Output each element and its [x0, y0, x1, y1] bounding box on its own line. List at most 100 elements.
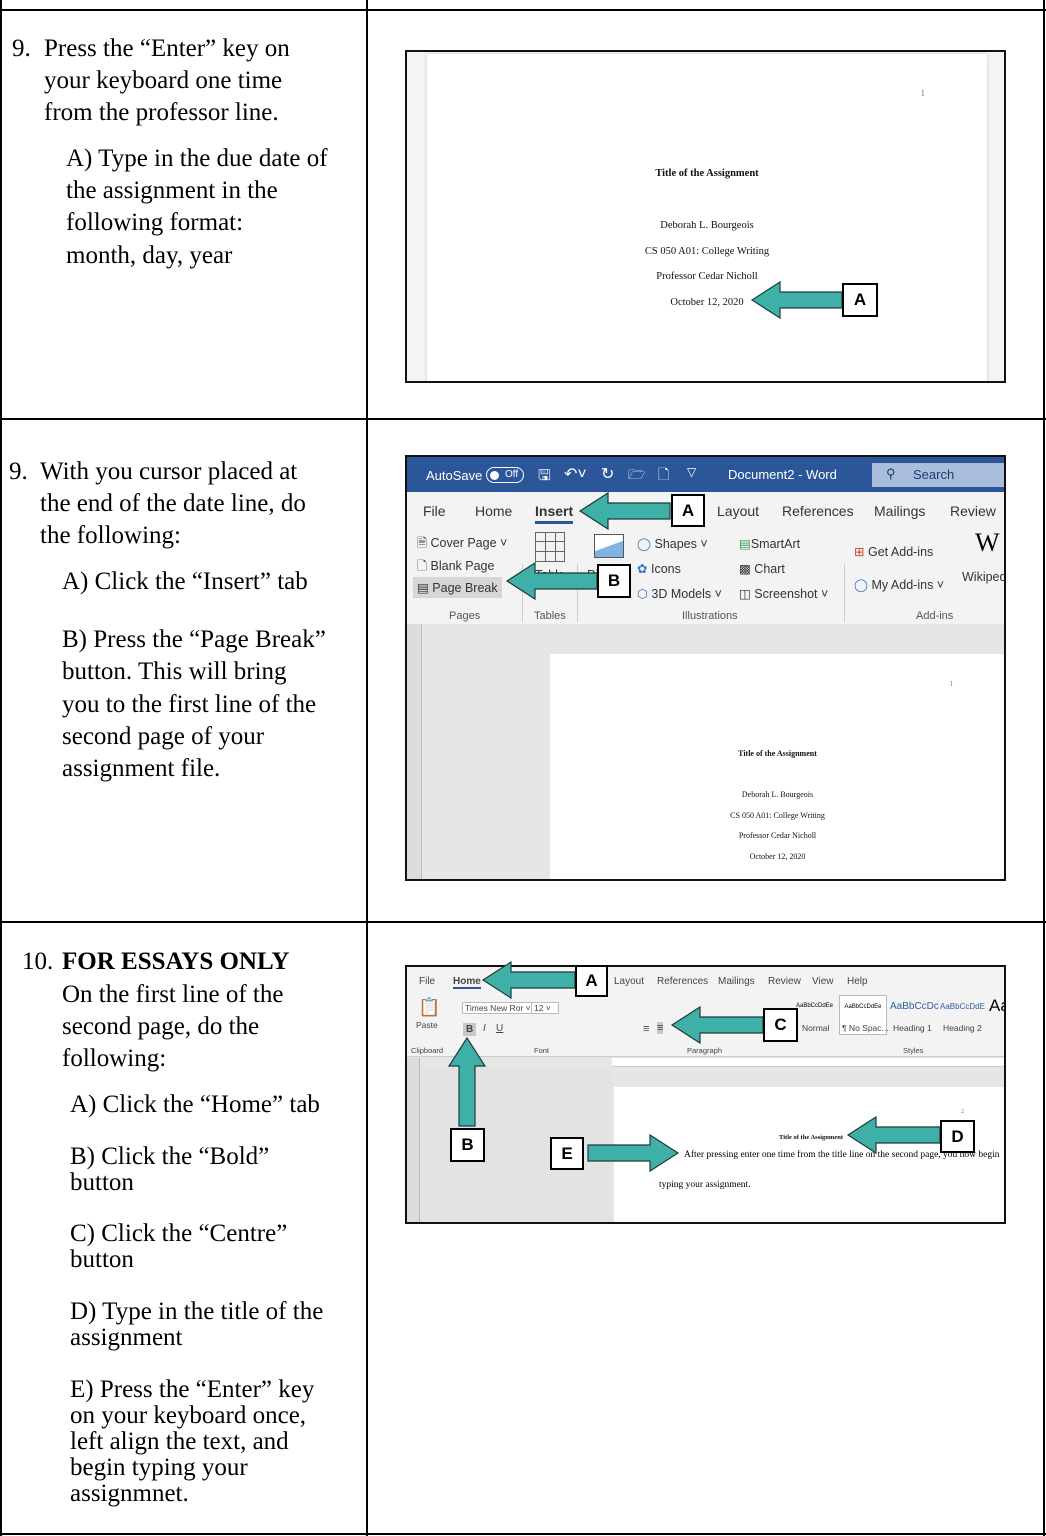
italic-button[interactable]: I	[483, 1023, 486, 1034]
instruction-line: the assignment in the	[66, 177, 278, 204]
new-document-icon[interactable]: 🗋	[658, 466, 670, 482]
label: My Add-ins	[871, 578, 934, 592]
chart-icon: ▩	[739, 562, 751, 576]
table-button[interactable]: Table	[535, 568, 565, 582]
paste-button[interactable]: Paste	[416, 1020, 438, 1030]
style-title[interactable]: Aa	[989, 996, 1004, 1015]
smartart-button[interactable]: ▤SmartArt	[739, 536, 800, 551]
autosave-label: AutoSave	[426, 468, 483, 483]
doc-title: Title of the Assignment	[655, 168, 759, 179]
tab-review[interactable]: Review	[768, 976, 801, 987]
style-preview: AaBbCcDdEe	[844, 1004, 882, 1010]
style-no-spacing[interactable]: AaBbCcDdEe	[839, 995, 887, 1035]
divider	[577, 564, 578, 622]
document-page: 2 Title of the Assignment After pressing…	[614, 1087, 1004, 1222]
style-heading-1[interactable]: AaBbCcDc	[890, 1001, 939, 1012]
tab-view[interactable]: View	[812, 976, 834, 987]
vertical-ruler	[407, 624, 422, 879]
screenshot-button[interactable]: ◫ Screenshot ˅	[739, 587, 829, 601]
open-folder-icon[interactable]: 🗁	[628, 466, 646, 482]
font-size-box[interactable]: 12 ˅	[531, 1002, 559, 1014]
align-left-icon[interactable]: ≡	[643, 1023, 650, 1035]
autosave-toggle[interactable]: Off	[486, 467, 524, 483]
shapes-button[interactable]: ◯ Shapes ˅	[637, 537, 708, 551]
wikipedia-icon[interactable]: W	[975, 528, 1000, 557]
save-icon[interactable]: 🖫	[538, 467, 551, 484]
instruction-line: your keyboard one time	[44, 67, 283, 94]
font-size: 12	[534, 1003, 544, 1013]
cover-page-button[interactable]: 🗎 Cover Page ˅	[417, 536, 508, 550]
tab-home[interactable]: Home	[475, 503, 513, 519]
style-name: Normal	[802, 1023, 830, 1033]
screenshot-icon: ◫	[739, 587, 751, 601]
group-label: Font	[534, 1046, 550, 1055]
tab-references[interactable]: References	[782, 503, 854, 519]
document-page: 1 Title of the Assignment Deborah L. Bou…	[427, 54, 987, 381]
style-normal[interactable]: AaBbCcDdEe	[792, 995, 837, 1035]
my-addins-button[interactable]: ◯ My Add-ins ˅	[854, 578, 945, 592]
font-name-box[interactable]: Times New Ror ˅	[462, 1002, 534, 1014]
tab-mailings[interactable]: Mailings	[874, 503, 926, 519]
blank-page-button[interactable]: 🗋 Blank Page	[417, 559, 495, 573]
group-label: Styles	[903, 1046, 924, 1055]
instruction-line: from the professor line.	[44, 99, 279, 126]
table-border	[0, 9, 1046, 11]
callout-label-c: C	[763, 1008, 798, 1042]
label: Blank Page	[430, 559, 495, 573]
label: Icons	[650, 562, 681, 576]
doc-course: CS 050 A01: College Writing	[730, 811, 825, 820]
instruction-line: D) Type in the title of the	[70, 1298, 324, 1325]
tab-mailings[interactable]: Mailings	[718, 976, 755, 987]
redo-icon[interactable]: ↻	[601, 466, 615, 483]
tab-review[interactable]: Review	[950, 503, 996, 519]
underline-button[interactable]: U	[496, 1023, 504, 1034]
instruction-line: second page, do the	[62, 1013, 260, 1040]
doc-author: Deborah L. Bourgeois	[741, 790, 814, 799]
search-icon: ⚲	[886, 466, 896, 481]
get-addins-button[interactable]: ⊞ Get Add-ins	[854, 544, 933, 559]
group-label: Pages	[449, 610, 481, 622]
tab-help[interactable]: Help	[847, 976, 868, 987]
tab-layout[interactable]: Layout	[614, 976, 645, 987]
tab-file[interactable]: File	[419, 976, 436, 987]
paste-icon[interactable]: 📋	[418, 997, 441, 1017]
bold-button[interactable]: B	[463, 1023, 477, 1036]
style-name: Heading 2	[943, 1023, 982, 1033]
label: Shapes	[654, 537, 697, 551]
instruction-line: B) Click the “Bold”	[70, 1143, 270, 1170]
table-icon[interactable]	[535, 532, 565, 562]
ribbon: File Home Insert Layout References Maili…	[407, 492, 1004, 624]
tab-references[interactable]: References	[657, 976, 709, 987]
tab-file[interactable]: File	[423, 503, 446, 519]
doc-title: Title of the Assignment	[779, 1134, 843, 1141]
group-label: Illustrations	[682, 610, 738, 622]
instruction-line: assignment	[70, 1324, 183, 1351]
3d-models-button[interactable]: ⬡ 3D Models ˅	[637, 587, 722, 601]
customize-toolbar-icon[interactable]: ▽	[687, 465, 697, 479]
instruction-line: C) Click the “Centre”	[70, 1220, 288, 1247]
tab-layout[interactable]: Layout	[717, 503, 760, 519]
doc-professor: Professor Cedar Nicholl	[656, 271, 758, 282]
instruction-line: A) Click the “Home” tab	[70, 1091, 320, 1118]
icons-button[interactable]: ✿ Icons	[637, 561, 681, 576]
instruction-line: assignment file.	[62, 755, 221, 782]
search-box[interactable]: ⚲ Search	[872, 463, 1004, 487]
undo-icon[interactable]: ↶˅	[564, 466, 587, 483]
document-title: Document2 - Word	[728, 467, 837, 482]
chart-button[interactable]: ▩ Chart	[739, 561, 785, 576]
instruction-line: A) Type in the due date of	[66, 145, 328, 172]
wikipedia-button[interactable]: Wikiped	[962, 570, 1006, 584]
tab-home[interactable]: Home	[453, 976, 481, 989]
pictures-icon[interactable]	[594, 534, 624, 558]
icons-icon: ✿	[637, 562, 648, 576]
style-heading-2[interactable]: AaBbCcDdE	[940, 1002, 985, 1011]
style-preview: AaBbCcDdEe	[795, 1003, 834, 1009]
style-name: ¶ No Spac...	[842, 1023, 889, 1033]
instruction-line: following format:	[66, 209, 244, 236]
table-border	[366, 0, 368, 1536]
instruction-line: button	[70, 1169, 134, 1196]
page-break-button[interactable]: ▤ Page Break	[413, 577, 502, 598]
step-number: 10.	[22, 948, 54, 975]
tab-insert[interactable]: Insert	[535, 503, 574, 524]
center-align-button[interactable]: ≡	[657, 1022, 664, 1034]
